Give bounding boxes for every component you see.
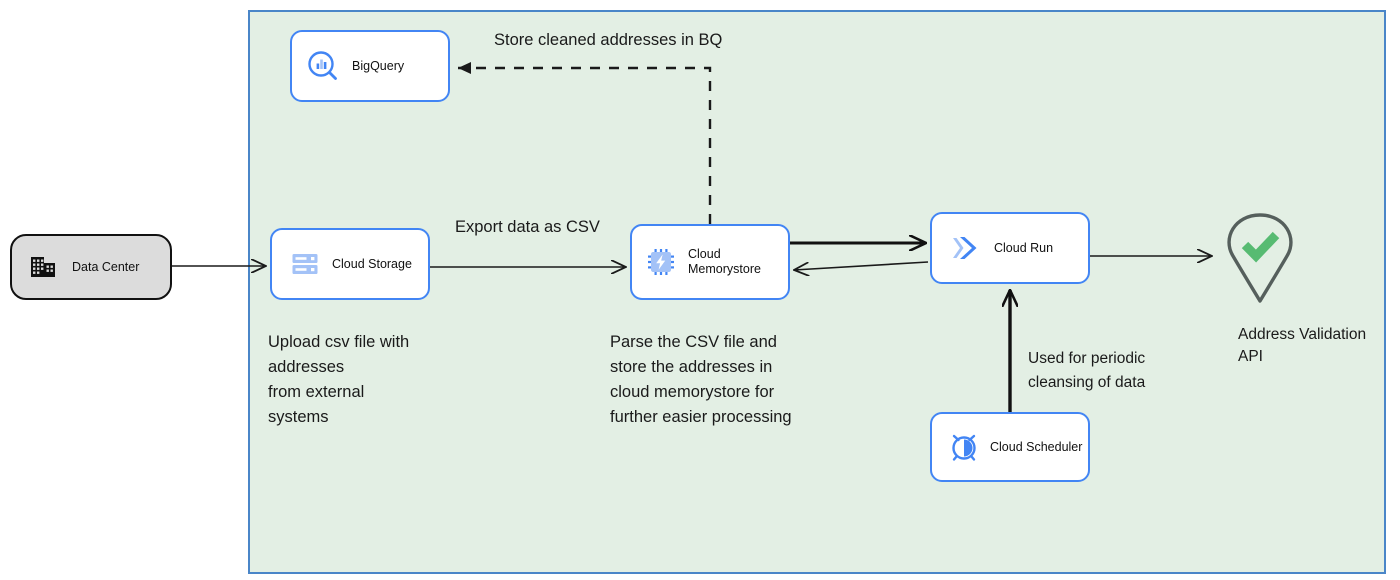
node-label-cloud-memorystore: Cloud Memorystore: [688, 247, 761, 276]
node-label-data-center: Data Center: [72, 259, 140, 274]
note-upload-csv: Upload csv file with addresses from exte…: [268, 333, 410, 427]
node-cloud-run[interactable]: Cloud Run: [930, 212, 1090, 284]
node-address-validation-api[interactable]: [1218, 206, 1302, 306]
node-cloud-memorystore[interactable]: Cloud Memorystore: [630, 224, 790, 300]
note-parse-csv: Parse the CSV file and store the address…: [610, 333, 792, 427]
edge-label-store-in-bq: Store cleaned addresses in BQ: [494, 31, 723, 49]
node-data-center[interactable]: Data Center: [10, 234, 172, 300]
cloud-run-icon: [950, 233, 982, 263]
edge-label-export-csv: Export data as CSV: [455, 218, 600, 236]
node-label-cloud-scheduler: Cloud Scheduler: [990, 439, 1083, 454]
cloud-boundary-container: [248, 10, 1386, 574]
cloud-scheduler-icon: [948, 431, 980, 463]
bigquery-icon: [306, 49, 340, 83]
map-pin-check-icon: [1227, 213, 1293, 303]
data-center-icon: [28, 252, 58, 282]
node-cloud-storage[interactable]: Cloud Storage: [270, 228, 430, 300]
node-label-address-validation-api: Address Validation API: [1238, 326, 1367, 366]
node-bigquery[interactable]: BigQuery: [290, 30, 450, 102]
node-cloud-scheduler[interactable]: Cloud Scheduler: [930, 412, 1090, 482]
node-label-cloud-storage: Cloud Storage: [332, 256, 412, 271]
node-label-bigquery: BigQuery: [352, 58, 405, 73]
cloud-memorystore-icon: [646, 247, 676, 277]
cloud-storage-icon: [290, 249, 320, 279]
note-periodic-cleansing: Used for periodic cleansing of data: [1028, 350, 1146, 391]
node-label-cloud-run: Cloud Run: [994, 240, 1054, 255]
